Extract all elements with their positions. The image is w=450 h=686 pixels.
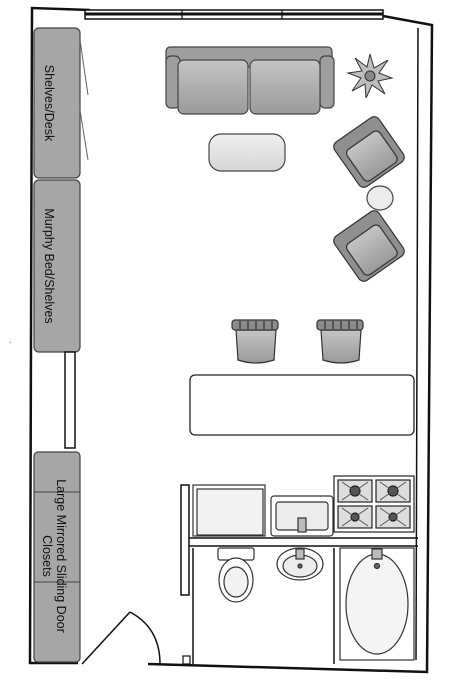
bar-stool-right (316, 319, 364, 364)
bathroom-sink (276, 547, 324, 581)
kitchen-counter (189, 374, 415, 436)
bar-stool-left (231, 319, 279, 364)
right-window (415, 27, 419, 661)
kitchen-wall (180, 484, 418, 596)
armchair-bottom (333, 210, 405, 282)
side-table (366, 185, 394, 211)
shelves-desk-built-in: Shelves/Desk (33, 27, 81, 179)
exterior-walls (28, 6, 434, 674)
bathtub (339, 547, 415, 661)
tick-mark (9, 341, 12, 344)
closets-label-line2: Closets (40, 535, 54, 577)
murphy-bed-built-in: Murphy Bed/Shelves (33, 179, 81, 353)
refrigerator (192, 484, 266, 537)
shelves-desk-label: Shelves/Desk (42, 65, 56, 142)
cabinet-doors (79, 39, 89, 161)
toilet (217, 547, 255, 603)
coffee-table (208, 133, 286, 172)
closets-built-in: Large Mirrored Sliding Door Closets (33, 451, 81, 663)
murphy-bed-label: Murphy Bed/Shelves (42, 208, 56, 323)
closets-label-line1: Large Mirrored Sliding Door (54, 479, 68, 633)
armchair-top (333, 116, 405, 188)
door-jamb (182, 655, 191, 665)
sofa (165, 46, 335, 115)
plant-icon (346, 53, 394, 99)
stove (333, 475, 415, 533)
wall-column (64, 351, 76, 449)
entry-door (81, 611, 161, 665)
bathroom-walls (192, 548, 335, 664)
kitchen-sink (270, 495, 334, 537)
top-window (84, 9, 384, 20)
